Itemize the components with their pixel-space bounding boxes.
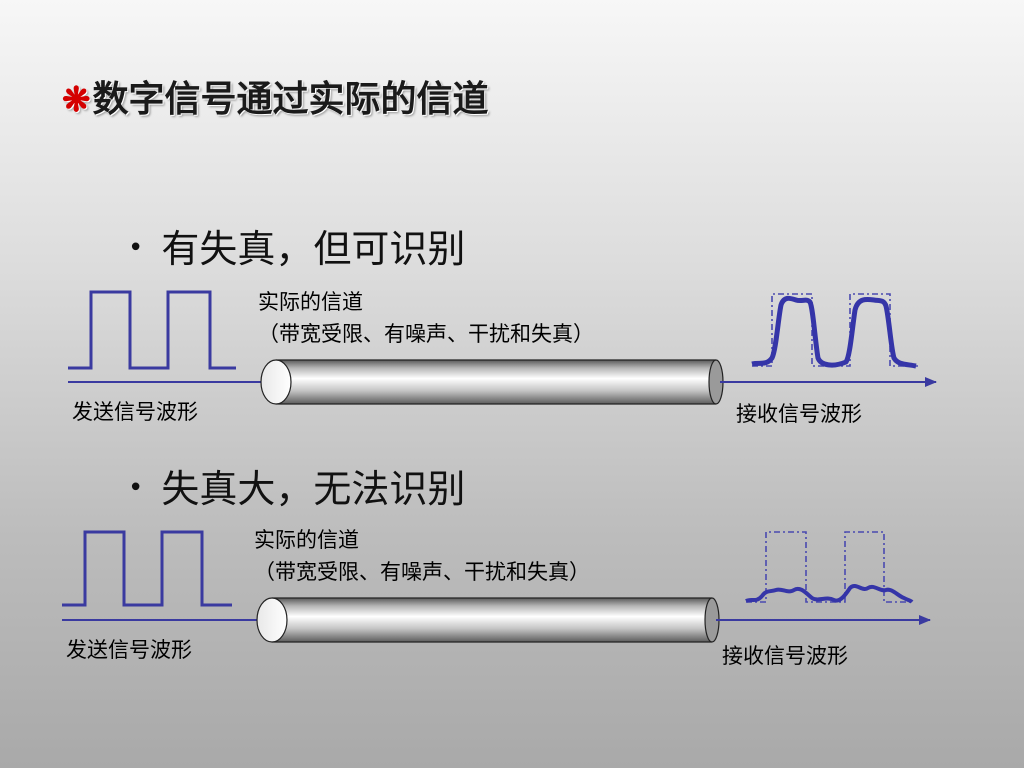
asterisk-icon: ❋ — [62, 80, 91, 120]
recv-label-2: 接收信号波形 — [722, 644, 848, 668]
slide-title: ❋数字信号通过实际的信道 — [62, 70, 489, 122]
send-label-2: 发送信号波形 — [66, 638, 192, 662]
received-waveform-1 — [751, 295, 917, 369]
bullet-item-1: • 有失真，但可识别 — [128, 218, 465, 273]
bullet-dot-icon: • — [128, 233, 144, 263]
channel-label-2: 实际的信道 — [254, 528, 359, 552]
recv-label-1: 接收信号波形 — [736, 402, 862, 426]
channel-pipe-1 — [260, 359, 724, 405]
received-waveform-2 — [745, 584, 914, 604]
bullet-dot-icon: • — [128, 473, 144, 503]
bullet-text-1: 有失真，但可识别 — [161, 227, 466, 271]
bullet-text-2: 失真大，无法识别 — [161, 467, 466, 511]
channel-desc-2: （带宽受限、有噪声、干扰和失真） — [254, 560, 590, 584]
slide-title-text: 数字信号通过实际的信道 — [92, 78, 489, 120]
transmitted-waveform-2 — [62, 530, 232, 607]
reference-dashed-waveform-2 — [746, 531, 910, 603]
reference-dashed-waveform-1 — [752, 293, 918, 367]
transmitted-waveform-1 — [68, 290, 236, 370]
channel-pipe-2 — [256, 597, 720, 643]
channel-label-1: 实际的信道 — [258, 290, 363, 314]
channel-desc-1: （带宽受限、有噪声、干扰和失真） — [258, 322, 594, 346]
bullet-item-2: • 失真大，无法识别 — [128, 458, 465, 513]
send-label-1: 发送信号波形 — [72, 400, 198, 424]
